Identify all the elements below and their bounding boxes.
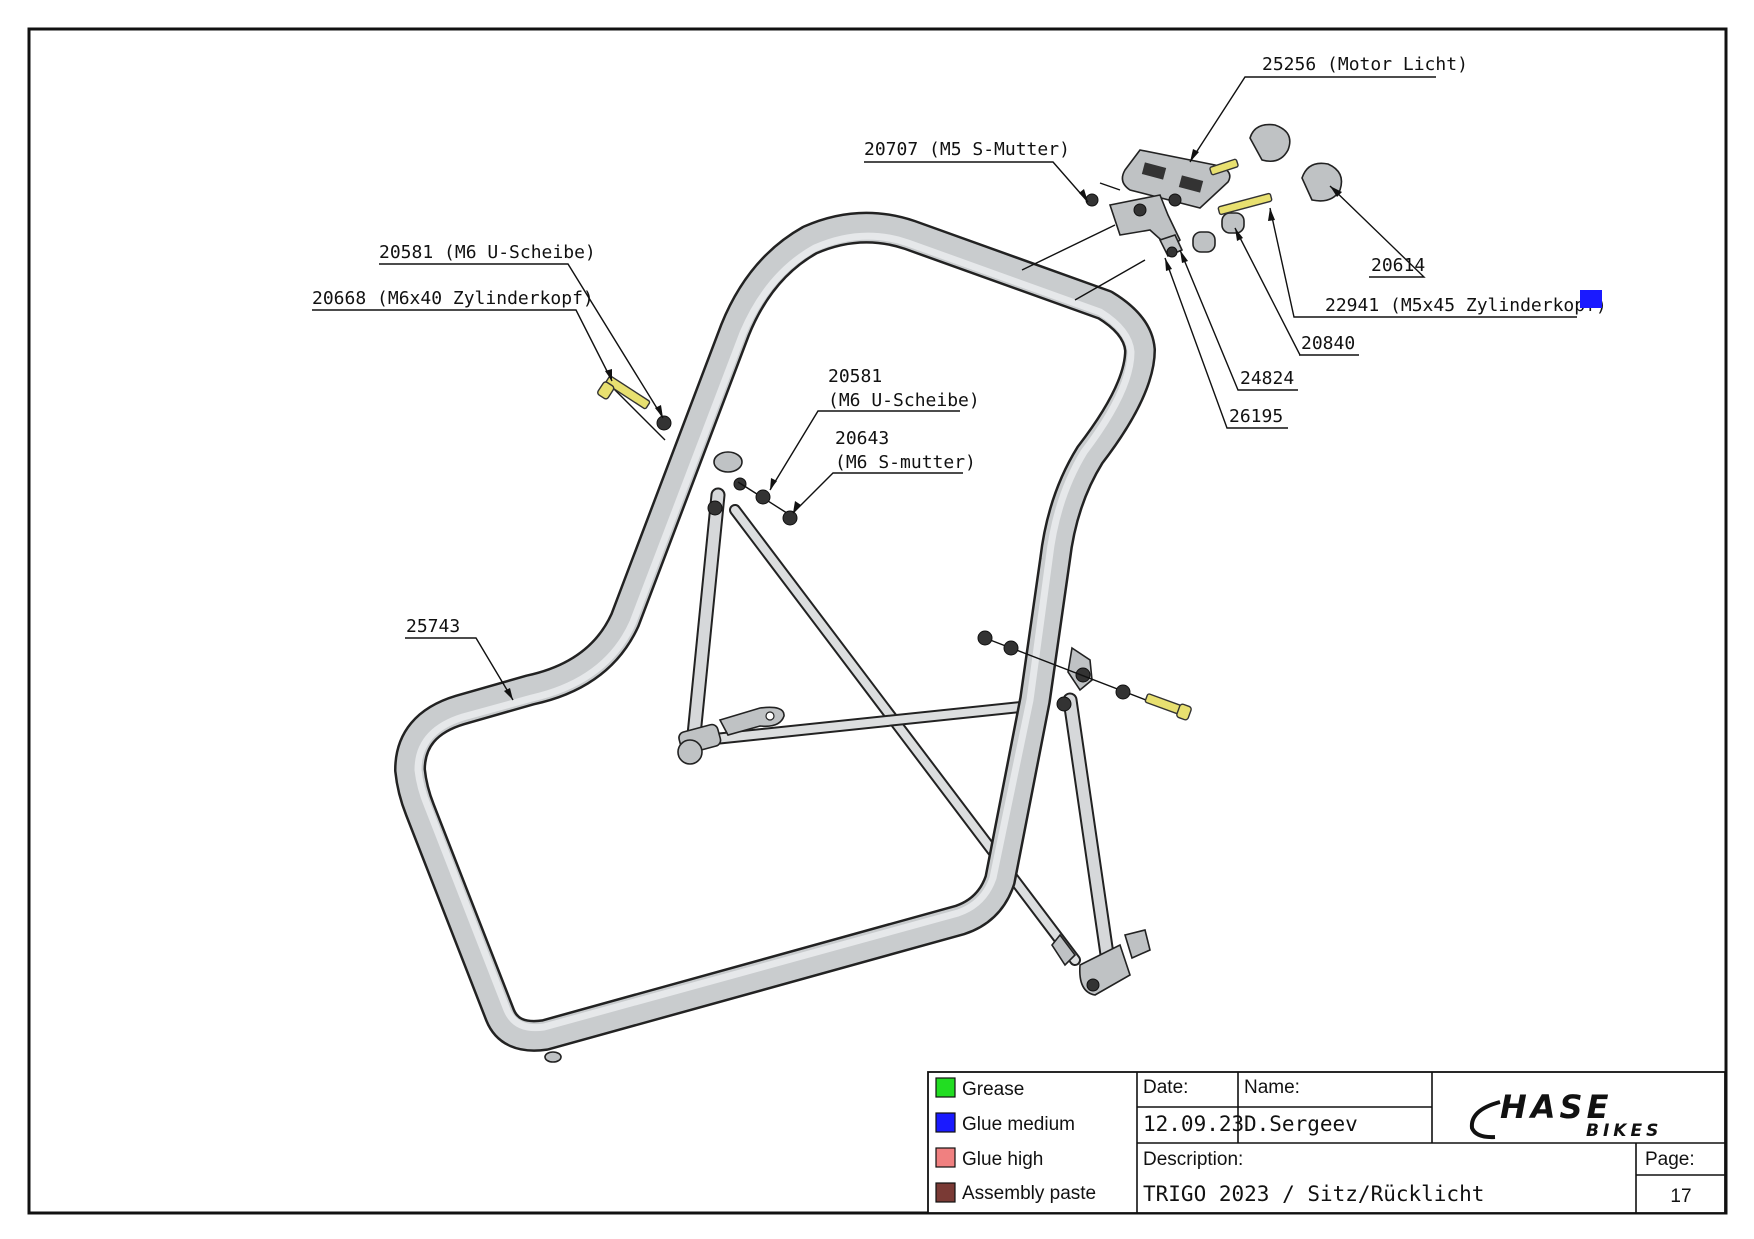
name-value: D.Sergeev xyxy=(1244,1112,1358,1136)
hase-bikes-logo: HASE BIKES xyxy=(1469,1088,1662,1141)
callout-frame: 25743 xyxy=(406,616,460,637)
description-value: TRIGO 2023 / Sitz/Rücklicht xyxy=(1143,1182,1484,1206)
description-label: Description: xyxy=(1143,1149,1243,1170)
callout-m6-s-mutter-number: 20643 xyxy=(835,428,889,449)
frame-bottom-foot xyxy=(544,1051,562,1063)
callout-m6x40-zylinderkopf: 20668 (M6x40 Zylinderkopf) xyxy=(312,288,594,309)
cross-strut-horizontal xyxy=(699,699,1046,746)
callout-spacer: 20840 xyxy=(1301,333,1355,354)
lower-right-foot xyxy=(1051,929,1151,996)
page-label: Page: xyxy=(1645,1149,1695,1170)
washer-m6-mid xyxy=(737,481,791,516)
tail-light-assembly xyxy=(1021,123,1343,301)
callout-m5x45-zylinderkopf: 22941 (M5x45 Zylinderkopf) xyxy=(1325,295,1607,316)
callout-m5-s-mutter: 20707 (M5 S-Mutter) xyxy=(864,139,1070,160)
callout-cap: 20614 xyxy=(1371,255,1425,276)
legend-label-assembly-paste: Assembly paste xyxy=(962,1183,1096,1204)
logo-subword: BIKES xyxy=(1586,1121,1662,1141)
bolt-m6x40-upper xyxy=(597,375,666,441)
right-support-leg xyxy=(1062,692,1118,983)
legend-swatch-assembly-paste xyxy=(935,1182,956,1203)
date-value: 12.09.23 xyxy=(1143,1112,1244,1136)
logo-wordmark: HASE xyxy=(1500,1088,1612,1126)
upper-left-mount xyxy=(707,451,747,516)
legend-label-glue-medium: Glue medium xyxy=(962,1114,1075,1135)
callout-motor-licht: 25256 (Motor Licht) xyxy=(1262,54,1468,75)
left-support-leg xyxy=(685,487,726,753)
right-hardware-stack xyxy=(977,630,1192,721)
main-tube-frame xyxy=(394,211,1156,1052)
callout-m6-u-scheibe-top: 20581 (M6 U-Scheibe) xyxy=(379,242,596,263)
callout-bracket: 24824 xyxy=(1240,368,1294,389)
glue-medium-marker xyxy=(1580,290,1602,308)
legend-label-glue-high: Glue high xyxy=(962,1149,1043,1170)
title-block: Grease Glue medium Glue high Assembly pa… xyxy=(927,1071,1726,1214)
callout-m6-u-scheibe-mid-number: 20581 xyxy=(828,366,882,387)
callout-m6-u-scheibe-mid-desc: (M6 U-Scheibe) xyxy=(828,390,980,411)
nut-m6-mid xyxy=(782,510,798,526)
date-label: Date: xyxy=(1143,1077,1188,1098)
legend: Grease Glue medium Glue high Assembly pa… xyxy=(935,1077,1096,1204)
legend-item-glue-high: Glue high xyxy=(935,1147,1043,1170)
legend-swatch-glue-medium xyxy=(935,1112,956,1133)
legend-swatch-grease xyxy=(935,1077,956,1098)
page-number: 17 xyxy=(1670,1186,1691,1207)
legend-item-grease: Grease xyxy=(935,1077,1024,1100)
name-label: Name: xyxy=(1244,1077,1300,1098)
washer-m6-upper xyxy=(656,415,672,431)
callout-plate: 26195 xyxy=(1229,406,1283,427)
lower-left-clamp xyxy=(677,706,785,765)
legend-label-grease: Grease xyxy=(962,1079,1024,1100)
callout-m6-s-mutter-desc: (M6 S-mutter) xyxy=(835,452,976,473)
legend-item-assembly-paste: Assembly paste xyxy=(935,1182,1096,1204)
legend-swatch-glue-high xyxy=(935,1147,956,1168)
callout-labels: 25256 (Motor Licht) 20707 (M5 S-Mutter) … xyxy=(312,54,1607,637)
sheet-border xyxy=(27,27,1728,1215)
callout-leaders xyxy=(312,76,1577,701)
cross-strut-long xyxy=(729,504,1081,966)
legend-item-glue-medium: Glue medium xyxy=(935,1112,1075,1135)
seat-frame-drawing xyxy=(394,211,1156,1063)
